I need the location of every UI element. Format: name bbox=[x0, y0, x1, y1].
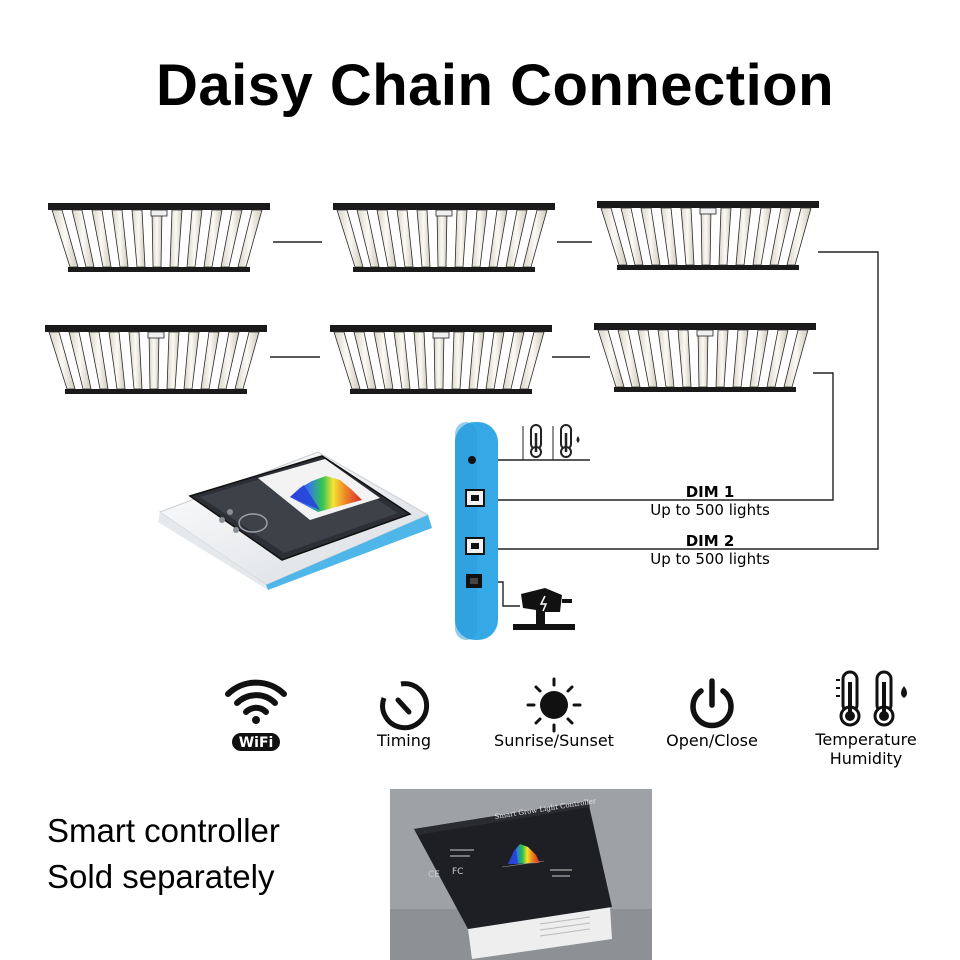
timer-icon bbox=[383, 684, 427, 728]
dim2-name: DIM 2 bbox=[640, 532, 780, 550]
sensor-probe-icons bbox=[523, 425, 580, 460]
grow-light-4 bbox=[45, 325, 267, 394]
wifi-badge: WiFi bbox=[239, 735, 274, 751]
product-box-photo: Smart Grow Light Controller CE FC bbox=[390, 789, 652, 960]
dim1-capacity: Up to 500 lights bbox=[640, 501, 780, 519]
box-fc-mark: FC bbox=[452, 867, 463, 877]
thermometer-humidity-icon bbox=[836, 672, 907, 725]
grow-light-6 bbox=[594, 323, 816, 392]
timing-label: Timing bbox=[354, 731, 454, 750]
note-line-2: Sold separately bbox=[47, 854, 280, 900]
humidity-label: Humidity bbox=[806, 749, 926, 768]
dim2-capacity: Up to 500 lights bbox=[640, 550, 780, 568]
dim1-name: DIM 1 bbox=[640, 483, 780, 501]
sensor-port bbox=[468, 456, 476, 464]
dim1-label: DIM 1 Up to 500 lights bbox=[640, 483, 780, 519]
temperature-label: Temperature bbox=[806, 730, 926, 749]
dim2-label: DIM 2 Up to 500 lights bbox=[640, 532, 780, 568]
sun-icon bbox=[528, 679, 580, 731]
controller-note: Smart controller Sold separately bbox=[47, 808, 280, 900]
temperature-humidity-label: Temperature Humidity bbox=[806, 730, 926, 768]
tablet-controller bbox=[158, 452, 432, 590]
grow-light-3 bbox=[597, 201, 819, 270]
power-adapter-icon bbox=[513, 588, 575, 630]
power-icon bbox=[693, 681, 731, 725]
note-line-1: Smart controller bbox=[47, 808, 280, 854]
grow-light-5 bbox=[330, 325, 552, 394]
grow-light-2 bbox=[333, 203, 555, 272]
grow-light-1 bbox=[48, 203, 270, 272]
box-ce-mark: CE bbox=[428, 870, 440, 880]
controller-panel bbox=[455, 422, 498, 640]
open-close-label: Open/Close bbox=[652, 731, 772, 750]
wifi-icon: WiFi bbox=[228, 683, 284, 751]
sunrise-sunset-label: Sunrise/Sunset bbox=[484, 731, 624, 750]
